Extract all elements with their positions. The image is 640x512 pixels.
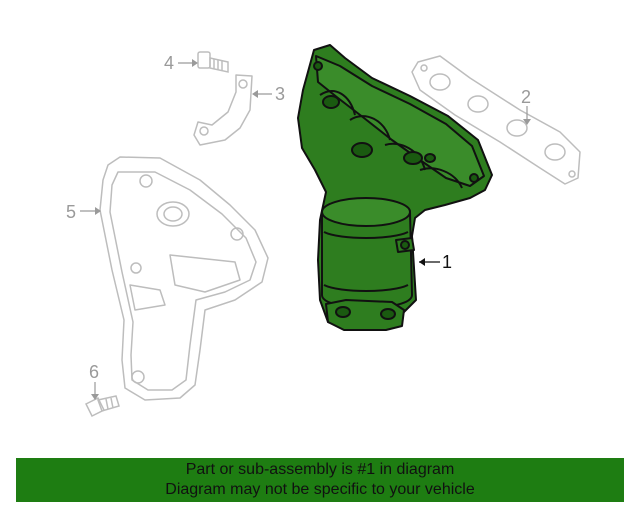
callout-6[interactable]: 6 bbox=[89, 362, 99, 382]
leader-arrow-3 bbox=[252, 90, 258, 98]
leader-arrow-5 bbox=[95, 207, 101, 215]
heat-shield-part-5[interactable] bbox=[99, 156, 269, 401]
callout-4[interactable]: 4 bbox=[164, 53, 174, 73]
leader-arrow-2 bbox=[523, 119, 531, 125]
bolt-part-6[interactable] bbox=[84, 395, 120, 418]
bracket-part-3[interactable] bbox=[193, 74, 253, 146]
callout-2[interactable]: 2 bbox=[521, 87, 531, 107]
leader-arrow-6 bbox=[91, 394, 99, 400]
part-notice-banner: Part or sub-assembly is #1 in diagram Di… bbox=[16, 458, 624, 502]
part-notice-line-2: Diagram may not be specific to your vehi… bbox=[165, 481, 475, 498]
exhaust-manifold-part-1[interactable] bbox=[297, 44, 493, 331]
leader-lines bbox=[80, 59, 531, 400]
leader-arrow-4 bbox=[192, 59, 198, 67]
callout-3[interactable]: 3 bbox=[275, 84, 285, 104]
gasket-part-2[interactable] bbox=[411, 55, 581, 185]
callout-5[interactable]: 5 bbox=[66, 202, 76, 222]
part-notice-line-1: Part or sub-assembly is #1 in diagram bbox=[185, 461, 455, 478]
callout-1[interactable]: 1 bbox=[442, 252, 452, 272]
bolt-part-4[interactable] bbox=[197, 51, 229, 73]
leader-arrow-1 bbox=[419, 258, 425, 266]
